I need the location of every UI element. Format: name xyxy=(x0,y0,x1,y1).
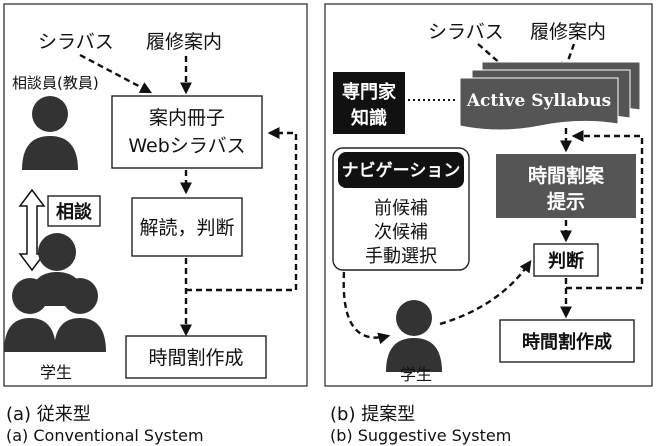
guide-box-line2: Webシラバス xyxy=(128,135,245,157)
counselor-label: 相談員(教員) xyxy=(12,74,99,92)
consult-box xyxy=(47,195,101,227)
caption-b-jp: (b) 提案型 xyxy=(330,404,415,425)
student-to-judge-arrow xyxy=(439,260,532,326)
timetable-text-b: 時間割作成 xyxy=(522,331,612,353)
counselor-person-icon xyxy=(22,96,78,170)
navigation-title: ナビゲーション xyxy=(342,160,461,181)
timetable-box-a xyxy=(125,335,267,379)
student-group-icon xyxy=(4,233,106,352)
expert-line2: 知識 xyxy=(351,107,387,129)
caption-a-en: (a) Conventional System xyxy=(6,426,204,445)
consult-double-arrow xyxy=(18,188,46,272)
navigation-manual: 手動選択 xyxy=(365,246,437,267)
active-syllabus-label: Active Syllabus xyxy=(466,91,611,111)
navigation-next: 次候補 xyxy=(374,222,428,243)
panel-a-frame xyxy=(3,3,308,387)
proposal-line1: 時間割案 xyxy=(528,164,605,187)
student-person-icon-b xyxy=(386,300,442,372)
read-judge-text: 解読，判断 xyxy=(139,217,234,239)
timetable-box-b xyxy=(499,319,635,363)
student-label-a: 学生 xyxy=(40,363,72,382)
timetable-text-a: 時間割作成 xyxy=(148,347,243,369)
navigation-prev: 前候補 xyxy=(374,198,428,219)
judge-text: 判断 xyxy=(548,250,584,272)
proposal-line2: 提示 xyxy=(547,190,585,213)
expert-line1: 専門家 xyxy=(342,81,397,103)
caption-b-en: (b) Suggestive System xyxy=(330,426,511,445)
panel-a-guide-label: 履修案内 xyxy=(146,31,222,53)
caption-a-jp: (a) 従来型 xyxy=(6,404,91,425)
guide-box xyxy=(111,95,263,169)
proposal-box xyxy=(496,154,636,218)
feedback-loop-arrow xyxy=(186,127,298,292)
guide-box-line1: 案内冊子 xyxy=(149,107,225,129)
navigation-title-bg xyxy=(338,152,464,188)
panel-b-guide-label: 履修案内 xyxy=(530,21,606,43)
student-label-b: 学生 xyxy=(400,365,432,384)
consult-label: 相談 xyxy=(56,201,93,223)
judge-box xyxy=(533,243,599,277)
panel-a-syllabus-label: シラバス xyxy=(38,31,114,53)
panel-b-syllabus-label: シラバス xyxy=(428,21,504,43)
expert-knowledge-box xyxy=(333,72,405,134)
read-judge-box xyxy=(131,197,243,257)
active-syllabus-stack xyxy=(459,61,641,131)
judge-feedback-arrow xyxy=(566,130,644,290)
syllabus-to-box-arrow xyxy=(79,53,153,94)
navigation-to-student-arrow xyxy=(342,271,391,345)
